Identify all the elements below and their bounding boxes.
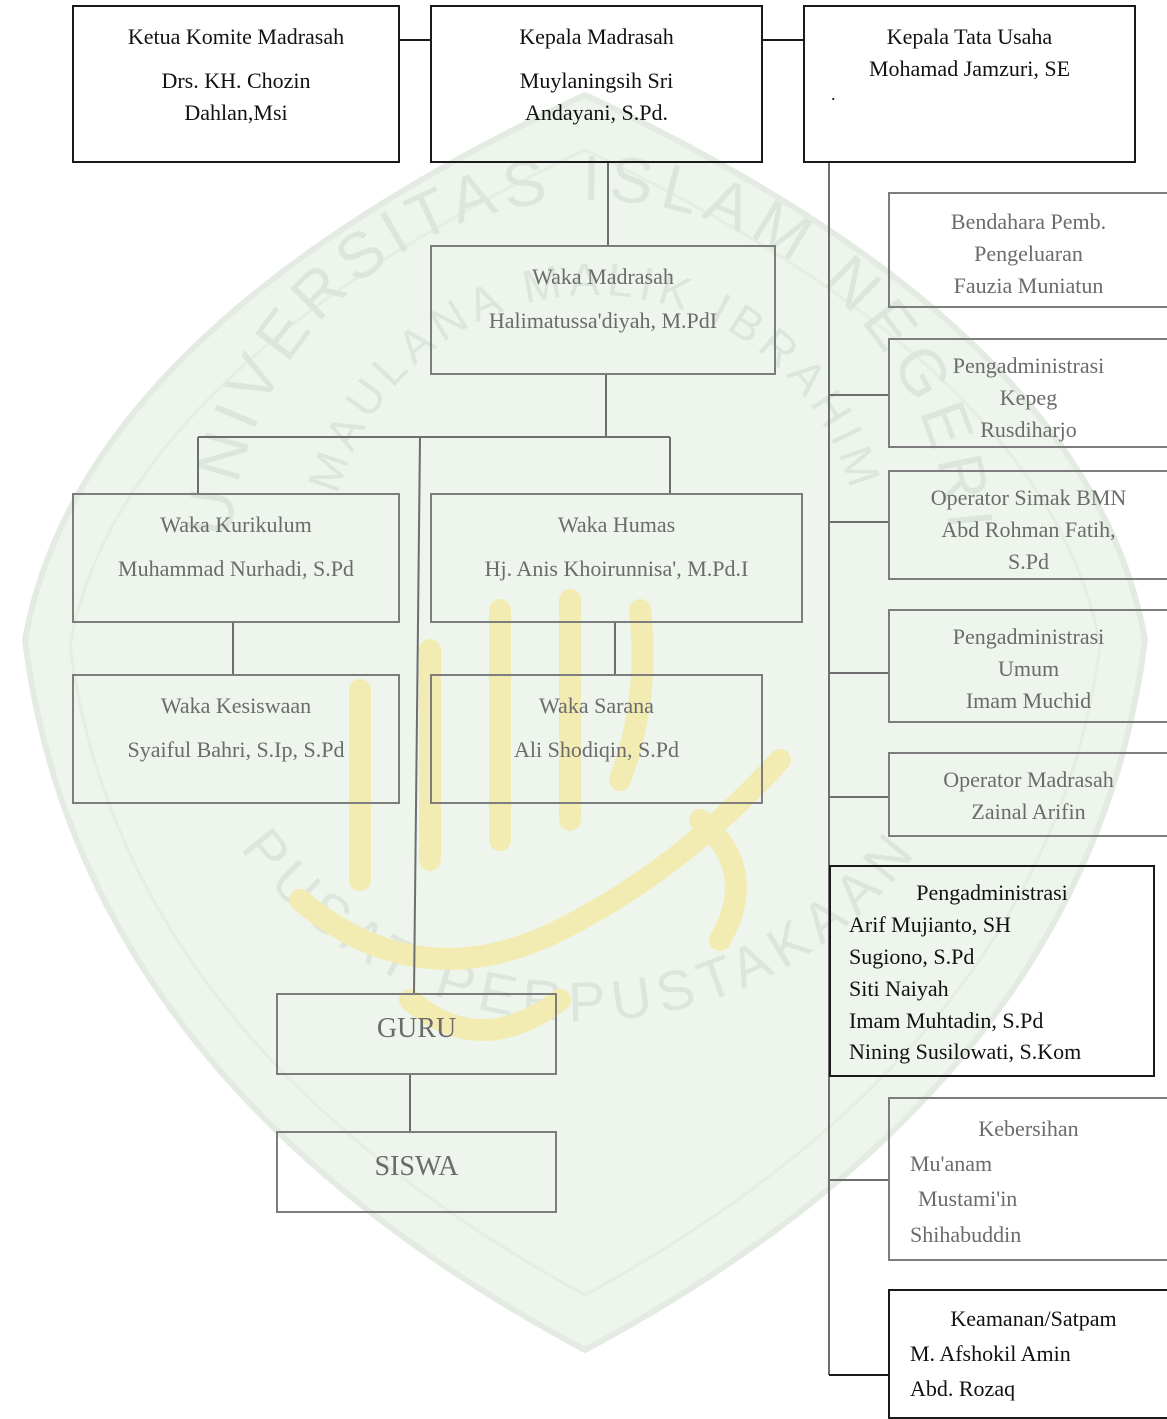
waka-madrasah-title: Waka Madrasah xyxy=(532,264,674,289)
waka-sarana-title: Waka Sarana xyxy=(539,693,654,718)
staff-line: Pengadministrasi xyxy=(952,353,1105,378)
staff-name: Mustami'in xyxy=(918,1186,1018,1212)
staff-line: Rusdiharjo xyxy=(980,416,1077,442)
staff-box-simak-bmn: Operator Simak BMN Abd Rohman Fatih, S.P… xyxy=(888,470,1167,580)
kepala-tu-title: Kepala Tata Usaha xyxy=(886,24,1053,49)
staff-kebersihan-title: Kebersihan xyxy=(978,1116,1079,1141)
siswa-label: SISWA xyxy=(374,1151,459,1182)
siswa-box: SISWA xyxy=(276,1131,557,1213)
staff-line: S.Pd xyxy=(1008,548,1049,574)
waka-kurikulum-name: Muhammad Nurhadi, S.Pd xyxy=(118,555,354,581)
staff-line: Pengeluaran xyxy=(974,240,1083,266)
staff-line: Bendahara Pemb. xyxy=(950,209,1107,234)
waka-sarana-box: Waka Sarana Ali Shodiqin, S.Pd xyxy=(430,674,763,804)
staff-name: Shihabuddin xyxy=(910,1221,1022,1247)
staff-name: Mu'anam xyxy=(910,1151,993,1177)
staff-name: Abd. Rozaq xyxy=(910,1376,1016,1402)
staff-name: M. Afshokil Amin xyxy=(910,1341,1071,1367)
staff-name: Sugiono, S.Pd xyxy=(849,943,975,969)
waka-humas-name: Hj. Anis Khoirunnisa', M.Pd.I xyxy=(484,555,749,581)
staff-box-bendahara: Bendahara Pemb. Pengeluaran Fauzia Munia… xyxy=(888,192,1167,308)
staff-line: Kepeg xyxy=(999,384,1058,410)
ketua-komite-name-line-1: Drs. KH. Chozin xyxy=(161,67,311,93)
ketua-komite-box: Ketua Komite Madrasah Drs. KH. Chozin Da… xyxy=(72,5,400,163)
staff-line: Operator Madrasah xyxy=(943,767,1114,792)
staff-line: Imam Muchid xyxy=(965,687,1092,713)
kepala-tu-name: Mohamad Jamzuri, SE xyxy=(868,55,1071,81)
ketua-komite-name-line-2: Dahlan,Msi xyxy=(184,99,288,125)
kepala-tu-box: Kepala Tata Usaha Mohamad Jamzuri, SE . xyxy=(803,5,1136,163)
staff-box-pengadministrasi: Pengadministrasi Arif Mujianto, SH Sugio… xyxy=(829,865,1155,1077)
kepala-madrasah-name-line-1: Muylaningsih Sri xyxy=(519,67,674,93)
staff-line: Umum xyxy=(997,655,1060,681)
waka-kurikulum-box: Waka Kurikulum Muhammad Nurhadi, S.Pd xyxy=(72,493,400,623)
guru-box: GURU xyxy=(276,993,557,1075)
waka-kesiswaan-box: Waka Kesiswaan Syaiful Bahri, S.Ip, S.Pd xyxy=(72,674,400,804)
kepala-madrasah-title: Kepala Madrasah xyxy=(519,24,674,49)
kepala-madrasah-box: Kepala Madrasah Muylaningsih Sri Andayan… xyxy=(430,5,763,163)
staff-box-umum: Pengadministrasi Umum Imam Muchid xyxy=(888,609,1167,723)
staff-box-operator-madrasah: Operator Madrasah Zainal Arifin xyxy=(888,752,1167,837)
staff-line: Abd Rohman Fatih, xyxy=(941,516,1116,542)
staff-name: Nining Susilowati, S.Kom xyxy=(849,1039,1082,1065)
staff-box-kebersihan: Kebersihan Mu'anam Mustami'in Shihabuddi… xyxy=(888,1097,1167,1261)
waka-sarana-name: Ali Shodiqin, S.Pd xyxy=(513,736,680,762)
waka-madrasah-name: Halimatussa'diyah, M.PdI xyxy=(488,307,718,333)
kepala-madrasah-name-line-2: Andayani, S.Pd. xyxy=(525,99,668,125)
waka-humas-box: Waka Humas Hj. Anis Khoirunnisa', M.Pd.I xyxy=(430,493,803,623)
kepala-tu-mark: . xyxy=(831,83,836,104)
waka-kesiswaan-title: Waka Kesiswaan xyxy=(160,693,312,718)
guru-label: GURU xyxy=(376,1013,457,1044)
ketua-komite-title: Ketua Komite Madrasah xyxy=(127,24,345,49)
staff-name: Siti Naiyah xyxy=(849,975,949,1001)
staff-name: Imam Muhtadin, S.Pd xyxy=(849,1007,1044,1033)
staff-line: Zainal Arifin xyxy=(971,798,1086,824)
staff-line: Pengadministrasi xyxy=(952,624,1105,649)
staff-pengadministrasi-title: Pengadministrasi xyxy=(916,880,1068,905)
staff-box-kepegawaian: Pengadministrasi Kepeg Rusdiharjo xyxy=(888,338,1167,448)
staff-keamanan-title: Keamanan/Satpam xyxy=(950,1306,1117,1331)
staff-line: Operator Simak BMN xyxy=(930,485,1127,510)
waka-madrasah-box: Waka Madrasah Halimatussa'diyah, M.PdI xyxy=(430,245,776,375)
staff-line: Fauzia Muniatun xyxy=(953,272,1104,298)
staff-box-keamanan: Keamanan/Satpam M. Afshokil Amin Abd. Ro… xyxy=(888,1289,1167,1419)
waka-kurikulum-title: Waka Kurikulum xyxy=(160,512,312,537)
waka-kesiswaan-name: Syaiful Bahri, S.Ip, S.Pd xyxy=(127,736,345,762)
staff-name: Arif Mujianto, SH xyxy=(849,911,1011,937)
waka-humas-title: Waka Humas xyxy=(557,512,676,537)
watermark-shield-outline xyxy=(21,91,1149,1354)
